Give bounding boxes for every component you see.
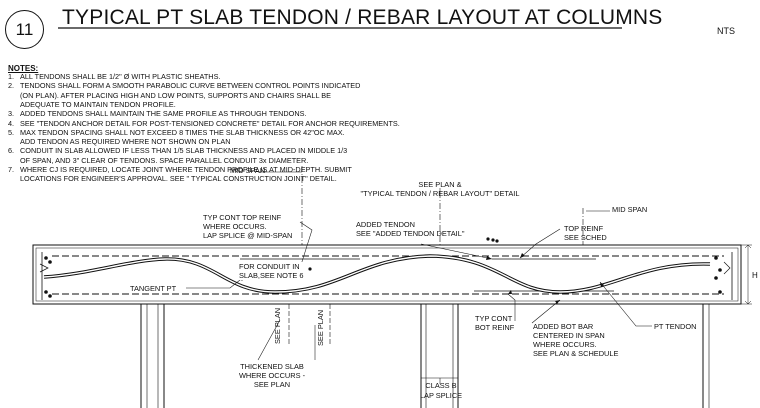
label-pt-tendon: PT TENDON bbox=[654, 322, 697, 331]
label-line: CENTERED IN SPAN bbox=[533, 331, 605, 340]
label-line: FOR CONDUIT IN bbox=[239, 262, 300, 271]
label-line: SLAB,SEE NOTE 6 bbox=[239, 271, 304, 280]
right-anchor bbox=[714, 252, 733, 300]
note-number: 6. bbox=[8, 146, 15, 156]
label-typ-cont-top-reinf: TYP CONT TOP REINF WHERE OCCURS. LAP SPL… bbox=[203, 213, 292, 240]
note-text: ADEQUATE TO MAINTAIN TENDON PROFILE. bbox=[20, 99, 176, 109]
note-text: LOCATIONS FOR ENGINEER'S APPROVAL. SEE "… bbox=[20, 174, 337, 184]
note-number: 2. bbox=[8, 81, 15, 91]
label-mid-span-left: MID SPAN bbox=[230, 166, 266, 175]
notes-heading: NOTES: bbox=[8, 64, 39, 73]
label-line: SEE SCHED bbox=[564, 233, 607, 242]
note-text: (ON PLAN). AFTER PLACING HIGH AND LOW PO… bbox=[20, 90, 331, 100]
notes-list: 1. ALL TENDONS SHALL BE 1/2" Ø WITH PLAST… bbox=[8, 72, 408, 184]
pt-tendon-core bbox=[43, 255, 711, 293]
leader-lines bbox=[186, 171, 652, 384]
label-line: WHERE OCCURS. bbox=[203, 222, 267, 231]
right-column bbox=[702, 304, 710, 408]
label-mid-span-right: MID SPAN bbox=[612, 205, 648, 214]
label-line: TOP REINF bbox=[564, 224, 604, 233]
detail-title: TYPICAL PT SLAB TENDON / REBAR LAYOUT AT… bbox=[62, 6, 663, 29]
label-see-plan-top: SEE PLAN & "TYPICAL TENDON / REBAR LAYOU… bbox=[330, 180, 550, 198]
label-height: H bbox=[752, 271, 758, 280]
label-line: WHERE OCCURS - bbox=[238, 371, 306, 380]
label-line: THICKENED SLAB bbox=[240, 362, 304, 371]
middle-column bbox=[420, 304, 459, 408]
label-added-bot-bar: ADDED BOT BAR CENTERED IN SPAN WHERE OCC… bbox=[533, 322, 618, 358]
note-text: ADDED TENDONS SHALL MAINTAIN THE SAME PR… bbox=[20, 109, 307, 119]
label-thickened-slab: THICKENED SLAB WHERE OCCURS - SEE PLAN bbox=[232, 362, 312, 389]
note-text: MAX TENDON SPACING SHALL NOT EXCEED 8 TI… bbox=[20, 127, 345, 137]
left-anchor bbox=[39, 252, 52, 300]
note-number: 7. bbox=[8, 165, 15, 174]
note-number: 1. bbox=[8, 72, 15, 81]
label-typ-cont-bot-reinf: TYP CONT BOT REINF bbox=[475, 314, 514, 332]
label-class-b: CLASS B bbox=[425, 381, 457, 390]
label-line: WHERE OCCURS. bbox=[533, 340, 597, 349]
label-line: SEE PLAN bbox=[253, 380, 291, 389]
slab-outline bbox=[32, 244, 742, 305]
label-line: TYP CONT bbox=[475, 314, 513, 323]
note-number: 3. bbox=[8, 109, 15, 119]
note-text: TENDONS SHALL FORM A SMOOTH PARABOLIC CU… bbox=[20, 81, 361, 91]
label-line: ADDED TENDON bbox=[356, 220, 415, 229]
label-added-tendon: ADDED TENDON SEE "ADDED TENDON DETAIL" bbox=[356, 220, 464, 238]
note-text: ADD TENDON AS REQUIRED WHERE NOT SHOWN O… bbox=[20, 137, 231, 147]
label-lap-splice: LAP SPLICE bbox=[419, 391, 463, 400]
note-text: OF SPAN, AND 3" CLEAR OF TENDONS. SPACE … bbox=[20, 155, 309, 165]
label-line: LAP SPLICE @ MID-SPAN bbox=[203, 231, 293, 240]
label-see-plan-vertical-1: SEE PLAN bbox=[273, 307, 282, 344]
label-line: ADDED BOT BAR bbox=[533, 322, 594, 331]
detail-number-bubble: 11 bbox=[5, 10, 44, 49]
label-top-reinf: TOP REINF SEE SCHED bbox=[564, 224, 607, 242]
note-text: CONDUIT IN SLAB ALLOWED IF LESS THAN 1/5… bbox=[20, 146, 348, 156]
label-conduit: FOR CONDUIT IN SLAB,SEE NOTE 6 bbox=[238, 262, 305, 280]
label-line: SEE PLAN & SCHEDULE bbox=[533, 349, 619, 358]
note-number: 5. bbox=[8, 127, 15, 137]
label-tangent-pt: TANGENT PT bbox=[130, 284, 177, 293]
label-line: BOT REINF bbox=[475, 323, 515, 332]
label-see-plan-vertical-2: SEE PLAN bbox=[316, 309, 325, 346]
label-line: "TYPICAL TENDON / REBAR LAYOUT" DETAIL bbox=[360, 189, 520, 198]
height-dimension bbox=[741, 244, 752, 305]
note-text: SEE "TENDON ANCHOR DETAIL FOR POST-TENSI… bbox=[20, 118, 400, 128]
note-text: WHERE CJ IS REQUIRED, LOCATE JOINT WHERE… bbox=[20, 165, 352, 174]
left-column bbox=[140, 304, 165, 408]
label-line: SEE "ADDED TENDON DETAIL" bbox=[356, 229, 465, 238]
label-line: SEE PLAN & bbox=[418, 180, 462, 189]
note-text: ALL TENDONS SHALL BE 1/2" Ø WITH PLASTIC… bbox=[20, 72, 221, 81]
label-line: TYP CONT TOP REINF bbox=[203, 213, 282, 222]
detail-number: 11 bbox=[15, 19, 34, 39]
scale-label: NTS bbox=[717, 26, 735, 36]
slab-inner-line bbox=[35, 247, 739, 302]
note-number: 4. bbox=[8, 118, 15, 128]
